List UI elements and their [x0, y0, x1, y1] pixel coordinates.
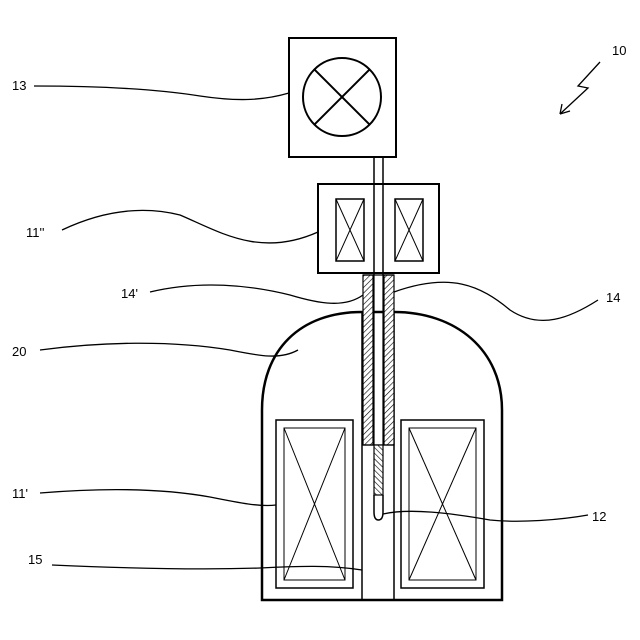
leader-20 [40, 343, 298, 356]
label-14: 14 [606, 290, 620, 305]
label-12: 12 [592, 509, 606, 524]
upper-coil [318, 184, 439, 273]
lamp-unit [289, 38, 396, 157]
leader-lines [34, 62, 600, 570]
crossed-circle-icon [303, 58, 381, 136]
label-11pp: 11'' [26, 225, 44, 240]
leader-11p [40, 490, 276, 506]
leader-15 [52, 565, 362, 570]
label-13: 13 [12, 78, 26, 93]
leader-13 [34, 86, 289, 100]
label-10: 10 [612, 43, 626, 58]
label-15: 15 [28, 552, 42, 567]
label-14p: 14' [121, 286, 138, 301]
leader-14p [150, 285, 363, 303]
label-20: 20 [12, 344, 26, 359]
arrow-10 [560, 62, 600, 114]
leader-12 [383, 511, 588, 521]
hatched-tube [363, 275, 394, 445]
connecting-rod [374, 157, 383, 275]
leader-11pp [62, 210, 318, 243]
label-11p: 11' [12, 486, 28, 501]
